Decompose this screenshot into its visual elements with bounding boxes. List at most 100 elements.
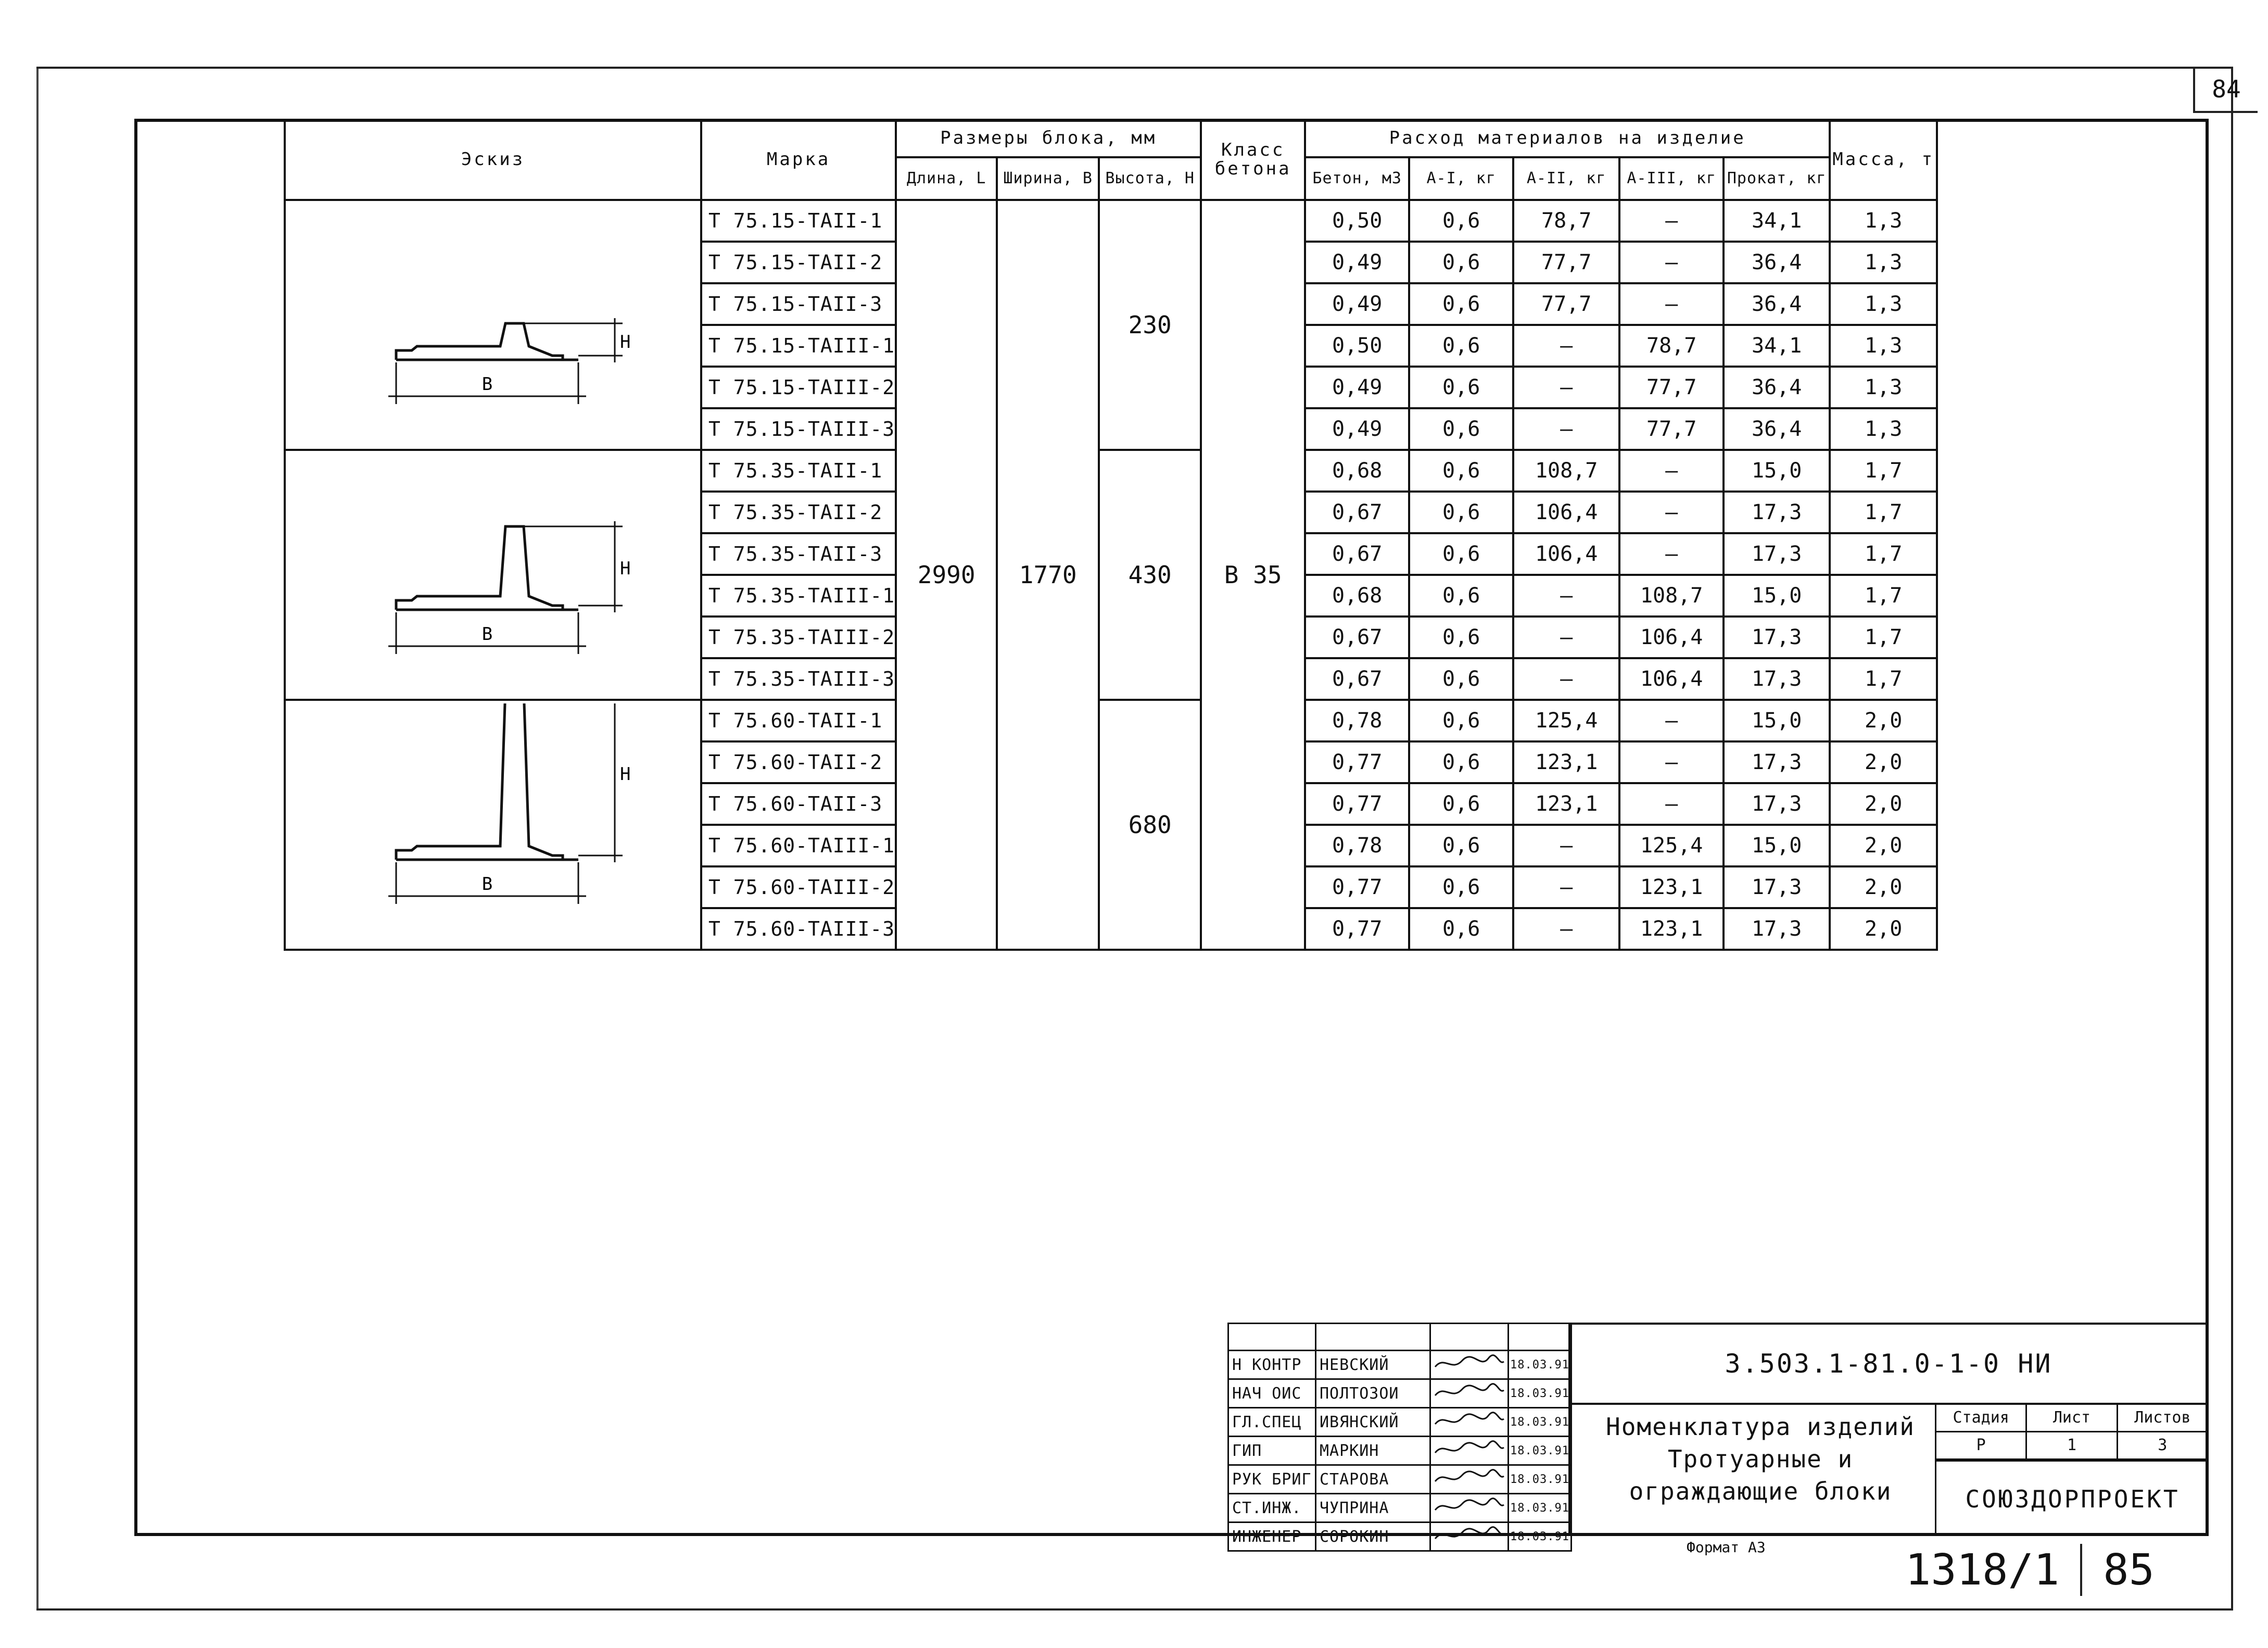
cell-a2: — <box>1512 324 1621 368</box>
cell-mass: 1,3 <box>1829 241 1938 284</box>
header-mass: Масса, т <box>1829 119 1938 201</box>
cell-mass: 1,7 <box>1829 657 1938 701</box>
header-height: Высота, H <box>1098 156 1202 201</box>
tb-empty <box>1315 1323 1431 1351</box>
cell-mass: 2,0 <box>1829 865 1938 909</box>
signature-role: Н КОНТР <box>1227 1350 1316 1380</box>
signature-name: НЕВСКИЙ <box>1315 1350 1431 1380</box>
cell-mass: 2,0 <box>1829 782 1938 826</box>
cell-concrete: 0,78 <box>1304 824 1411 867</box>
handwritten-signature <box>1434 1440 1504 1453</box>
cell-rolled: 36,4 <box>1722 282 1831 326</box>
cell-mark: Т 75.35-ТАII-1 <box>700 449 897 493</box>
cell-a1: 0,6 <box>1408 241 1515 284</box>
cell-concrete: 0,49 <box>1304 282 1411 326</box>
cell-a3: — <box>1618 532 1725 576</box>
cell-a1: 0,6 <box>1408 324 1515 368</box>
signature-role: ГЛ.СПЕЦ <box>1227 1407 1316 1437</box>
cell-concrete: 0,67 <box>1304 657 1411 701</box>
handwritten-signature <box>1434 1469 1504 1482</box>
header-rolled: Прокат, кг <box>1722 156 1831 201</box>
handwritten-signature <box>1434 1412 1504 1425</box>
cell-concrete: 0,49 <box>1304 407 1411 451</box>
cell-a3: — <box>1618 782 1725 826</box>
cell-a2: 123,1 <box>1512 782 1621 826</box>
cell-mark: Т 75.15-ТАIII-1 <box>700 324 897 368</box>
signature-date: 18.03.91 <box>1507 1464 1572 1494</box>
header-width: Ширина, B <box>996 156 1100 201</box>
cell-mark: Т 75.15-ТАII-1 <box>700 199 897 243</box>
cell-a1: 0,6 <box>1408 449 1515 493</box>
signature-role: СТ.ИНЖ. <box>1227 1493 1316 1523</box>
cell-mass: 1,7 <box>1829 490 1938 534</box>
format-label: Формат А3 <box>1687 1539 1766 1556</box>
header-mark: Марка <box>700 119 897 201</box>
bottom-number: 1318/1 85 <box>1905 1541 2155 1599</box>
handwritten-signature <box>1434 1383 1504 1396</box>
header-a2: A-II, кг <box>1512 156 1621 201</box>
cell-a3: — <box>1618 740 1725 784</box>
signature-mark <box>1429 1350 1509 1380</box>
cell-a2: 125,4 <box>1512 699 1621 743</box>
cell-a2: — <box>1512 574 1621 618</box>
signature-date: 18.03.91 <box>1507 1436 1572 1466</box>
organization: СОЮЗДОРПРОЕКТ <box>1935 1460 2209 1536</box>
cell-a1: 0,6 <box>1408 657 1515 701</box>
cell-a2: — <box>1512 657 1621 701</box>
cell-a1: 0,6 <box>1408 282 1515 326</box>
outer-frame <box>36 67 2233 1611</box>
cell-mark: Т 75.35-ТАIII-3 <box>700 657 897 701</box>
cell-a1: 0,6 <box>1408 824 1515 867</box>
cell-a3: 106,4 <box>1618 615 1725 659</box>
cell-rolled: 34,1 <box>1722 199 1831 243</box>
signature-mark <box>1429 1378 1509 1408</box>
cell-a3: 125,4 <box>1618 824 1725 867</box>
cell-mass: 1,7 <box>1829 615 1938 659</box>
cell-a2: 106,4 <box>1512 490 1621 534</box>
cell-a2: 108,7 <box>1512 449 1621 493</box>
signature-name: СТАРОВА <box>1315 1464 1431 1494</box>
header-length: Длина, L <box>895 156 998 201</box>
sheet-label: Лист <box>2025 1403 2118 1432</box>
signature-role: НАЧ ОИС <box>1227 1378 1316 1408</box>
cell-a1: 0,6 <box>1408 199 1515 243</box>
cell-concrete: 0,77 <box>1304 865 1411 909</box>
cell-rolled: 15,0 <box>1722 574 1831 618</box>
cell-a2: 78,7 <box>1512 199 1621 243</box>
sheets-label: Листов <box>2116 1403 2209 1432</box>
cell-concrete: 0,50 <box>1304 324 1411 368</box>
cell-height: 680 <box>1098 699 1202 951</box>
cell-mass: 2,0 <box>1829 824 1938 867</box>
dimension-label-b: B <box>482 874 492 895</box>
stage-box: Стадия Лист Листов Р 1 3 <box>1934 1403 2209 1460</box>
handwritten-signature <box>1434 1354 1504 1367</box>
cell-mass: 1,7 <box>1829 449 1938 493</box>
tb-empty <box>1227 1323 1316 1351</box>
cell-a1: 0,6 <box>1408 907 1515 951</box>
cell-rolled: 36,4 <box>1722 366 1831 409</box>
block-profile-outline <box>395 322 564 360</box>
cell-a1: 0,6 <box>1408 740 1515 784</box>
cell-rolled: 17,3 <box>1722 865 1831 909</box>
cell-mass: 1,3 <box>1829 199 1938 243</box>
cell-mass: 1,3 <box>1829 366 1938 409</box>
cell-mark: Т 75.15-ТАIII-2 <box>700 366 897 409</box>
signature-mark <box>1429 1493 1509 1523</box>
dimension-label-h: H <box>620 332 630 353</box>
cell-a3: 77,7 <box>1618 407 1725 451</box>
cell-mark: Т 75.35-ТАII-2 <box>700 490 897 534</box>
cell-mark: Т 75.60-ТАII-2 <box>700 740 897 784</box>
signature-role: РУК БРИГ <box>1227 1464 1316 1494</box>
signature-name: ПОЛТОЗОИ <box>1315 1378 1431 1408</box>
